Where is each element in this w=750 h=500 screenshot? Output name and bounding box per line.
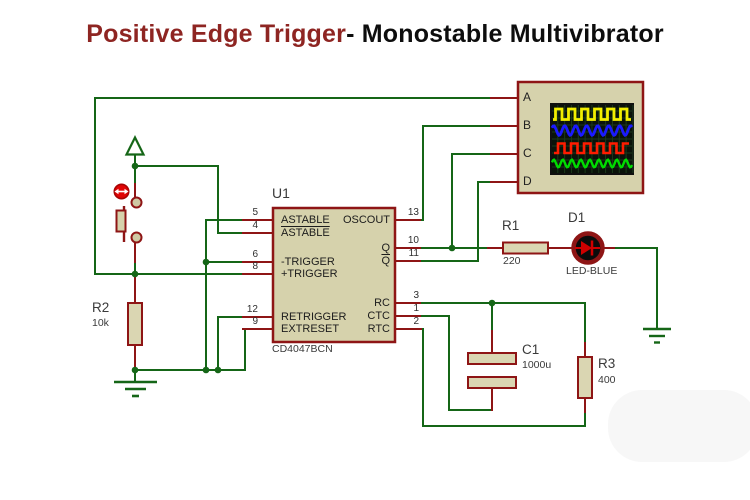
resistor-r3-body[interactable] xyxy=(577,356,593,399)
scope-waveforms xyxy=(550,107,634,169)
power-arrow-icon xyxy=(124,135,146,156)
resistor-r1-body[interactable] xyxy=(502,241,549,255)
button-plunger xyxy=(115,209,127,233)
ic-u1-body[interactable] xyxy=(271,206,397,344)
pin-leads xyxy=(134,97,615,413)
power-terminal xyxy=(124,135,146,156)
title-rest-text: - Monostable Multivibrator xyxy=(346,20,664,48)
wire-network xyxy=(94,97,658,427)
push-button[interactable] xyxy=(113,183,143,244)
ground-symbol-left xyxy=(114,380,157,398)
resistor-r2-body[interactable] xyxy=(127,302,143,346)
scope-trace-c xyxy=(554,142,629,155)
scope-trace-a xyxy=(553,107,631,121)
scope-trace-b xyxy=(550,124,634,138)
title-accent-text: Positive Edge Trigger xyxy=(86,20,347,48)
diode-triangle-icon xyxy=(581,241,592,255)
scope-trace-d xyxy=(550,158,634,169)
ground-symbol-right xyxy=(643,327,671,344)
junction-dots xyxy=(131,162,496,374)
page-title: Positive Edge Trigger- Monostable Multiv… xyxy=(0,20,750,49)
button-terminal-top xyxy=(130,196,143,209)
button-actuator-icon[interactable] xyxy=(113,183,130,200)
led-d1-body[interactable] xyxy=(571,231,605,265)
oscilloscope-instrument[interactable] xyxy=(516,80,645,195)
capacitor-c1-body[interactable] xyxy=(467,352,517,389)
button-terminal-bottom xyxy=(130,231,143,244)
watermark-blob xyxy=(608,390,750,462)
